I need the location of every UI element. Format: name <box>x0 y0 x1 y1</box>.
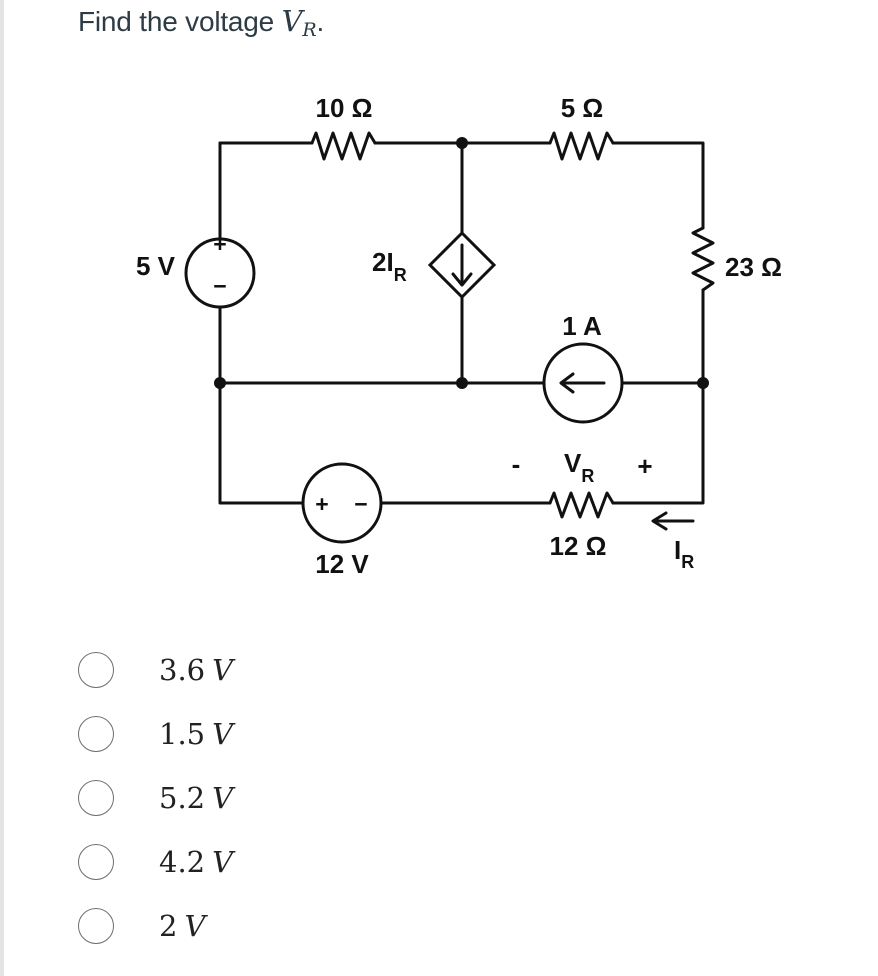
dependent-source-arrow <box>451 243 473 287</box>
resistor-5-ohm <box>548 131 615 161</box>
node-center-middle <box>456 377 468 389</box>
voltage-source-12v <box>301 462 383 544</box>
label-1a: 1 A <box>562 311 602 341</box>
node-left-middle <box>214 377 226 389</box>
source-bottom-minus: − <box>354 491 367 517</box>
label-12v: 12 V <box>315 549 369 579</box>
label-5-ohm: 5 Ω <box>561 93 604 123</box>
question-border <box>0 0 4 976</box>
question-text: Find the voltage VR. <box>78 4 324 41</box>
source-bottom-plus: + <box>315 491 328 517</box>
label-10-ohm: 10 Ω <box>316 93 373 123</box>
label-23-ohm: 23 Ω <box>725 252 782 282</box>
radio-button[interactable] <box>78 780 114 816</box>
question-suffix: . <box>316 6 325 37</box>
label-vr-plus: + <box>637 451 652 481</box>
question-variable: VR <box>281 4 317 41</box>
label-ir: IR <box>674 535 694 572</box>
label-vr-minus: - <box>512 449 521 479</box>
radio-button[interactable] <box>78 716 114 752</box>
resistor-10-ohm <box>310 131 377 161</box>
resistor-12-ohm <box>548 491 615 519</box>
wire-lower-right <box>611 381 705 505</box>
label-vr: VR <box>564 448 594 486</box>
radio-button[interactable] <box>78 652 114 688</box>
source-left-minus: − <box>213 273 226 299</box>
radio-button[interactable] <box>78 908 114 944</box>
label-dependent-source: 2IR <box>372 247 407 285</box>
current-source-arrow <box>559 372 606 394</box>
label-5v: 5 V <box>136 251 176 281</box>
label-12-ohm: 12 Ω <box>550 531 607 561</box>
node-top-middle <box>456 137 468 149</box>
voltage-source-5v <box>184 237 256 309</box>
wire-lower-left <box>218 381 305 505</box>
ir-arrow <box>651 511 695 531</box>
source-left-plus: + <box>213 231 226 257</box>
node-right-middle <box>697 377 709 389</box>
wire-top-right <box>611 141 705 230</box>
circuit-diagram: + − + − 10 Ω 5 Ω 5 V 2IR 23 Ω 1 A - VR +… <box>136 93 782 579</box>
resistor-23-ohm <box>691 226 715 292</box>
question-prefix: Find the voltage <box>78 6 275 37</box>
radio-button[interactable] <box>78 844 114 880</box>
